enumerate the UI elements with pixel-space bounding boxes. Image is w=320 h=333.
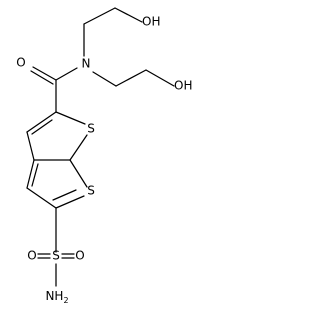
atom-nh2: NH2 bbox=[45, 289, 68, 305]
hydroxyethyl-chain-top bbox=[83, 7, 143, 57]
atom-oh-top: OH bbox=[142, 15, 160, 29]
atom-s-sulfonyl: S bbox=[52, 249, 60, 263]
atom-o-carbonyl: O bbox=[16, 56, 25, 70]
atom-s-ring-lower: S bbox=[87, 184, 95, 198]
atom-nh2-subscript: 2 bbox=[63, 296, 68, 305]
sulfonamide-group bbox=[37, 207, 75, 287]
atom-nh2-base: NH bbox=[45, 289, 63, 303]
atom-n-amide: N bbox=[82, 57, 91, 71]
atom-o-sulfonyl-right: O bbox=[75, 249, 84, 263]
molecule-structure: OH OH O N S S O S O NH2 bbox=[16, 7, 192, 305]
amide-group bbox=[30, 66, 78, 113]
atom-oh-right: OH bbox=[174, 79, 192, 93]
atom-s-ring-upper: S bbox=[87, 122, 95, 136]
thiophene-ring-upper bbox=[26, 111, 88, 161]
thiophene-ring-lower bbox=[26, 159, 88, 209]
atom-o-sulfonyl-left: O bbox=[27, 249, 36, 263]
hydroxyethyl-chain-right bbox=[92, 69, 175, 87]
